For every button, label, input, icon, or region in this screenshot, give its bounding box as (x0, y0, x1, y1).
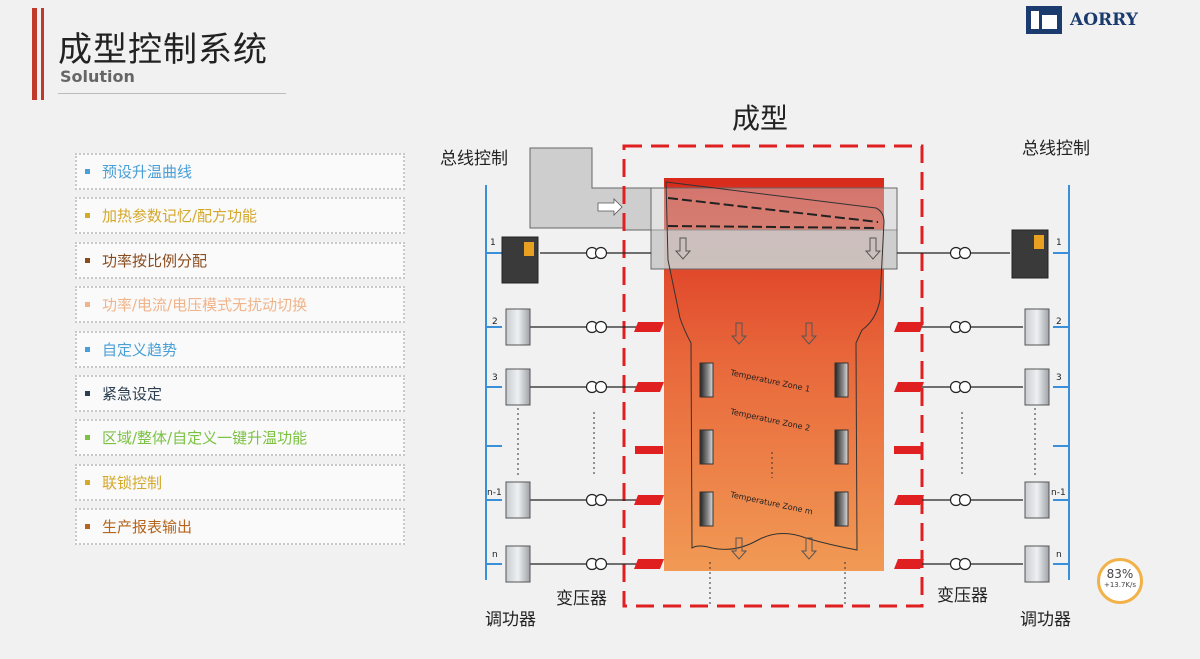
gauge-rate: +13.7K/s (1103, 581, 1137, 589)
sensor (834, 362, 849, 398)
ellipsis-lines (517, 408, 1036, 604)
feature-item: 区域/整体/自定义一键升温功能 (75, 419, 405, 457)
regulator-icon (505, 545, 531, 583)
main-regulator-icon (1011, 229, 1049, 279)
power-regulators-left (501, 236, 539, 583)
transformer-label-left: 变压器 (556, 589, 607, 609)
logo-text: AORRY (1070, 10, 1138, 30)
bullet-icon (85, 302, 90, 308)
performance-gauge[interactable]: 83% +13.7K/s (1097, 558, 1143, 604)
logo-mark-icon (1026, 6, 1062, 34)
channel-number: 2 (492, 317, 498, 327)
feature-label: 预设升温曲线 (102, 163, 193, 181)
feature-label: 生产报表输出 (102, 518, 193, 537)
channel-number: n-1 (487, 488, 502, 498)
sensor (699, 362, 714, 398)
regulator-icon (505, 481, 531, 519)
flow-arrows (674, 237, 882, 560)
accent-bar (32, 8, 37, 100)
feature-item: 联锁控制 (75, 463, 405, 501)
down-arrow-icon (674, 237, 692, 260)
regulator-icon (1024, 308, 1050, 346)
channel-number: 2 (1056, 317, 1062, 327)
bullet-icon (85, 169, 90, 174)
sensor (699, 429, 714, 465)
gauge-value: 83% (1106, 567, 1134, 581)
bullet-icon (85, 435, 90, 441)
channel-number: n-1 (1051, 488, 1066, 498)
forming-label: 成型 (732, 102, 788, 135)
feature-label: 自定义趋势 (102, 340, 178, 359)
bullet-icon (85, 257, 90, 263)
feature-item: 紧急设定 (75, 374, 405, 412)
feature-label: 紧急设定 (102, 384, 163, 403)
feature-label: 功率按比例分配 (102, 251, 208, 270)
channel-number: 3 (1056, 373, 1062, 383)
feature-item: 功率/电流/电压模式无扰动切换 (75, 286, 405, 324)
sensor (834, 429, 849, 465)
down-arrow-icon (800, 537, 818, 560)
regulator-icon (1024, 368, 1050, 406)
regulator-icon (505, 308, 531, 346)
regulator-display (524, 242, 534, 256)
down-arrow-icon (864, 237, 882, 260)
bullet-icon (85, 390, 90, 396)
page-title: 成型控制系统 (58, 30, 268, 70)
bullet-icon (85, 524, 90, 530)
bullet-icon (85, 213, 90, 219)
sensor (699, 491, 714, 527)
mould-outline (665, 181, 885, 551)
regulator-display (1034, 235, 1044, 249)
heater-elements (634, 322, 924, 569)
title-divider (58, 93, 286, 94)
regulator-icon (1024, 545, 1050, 583)
accent-bar-thin (41, 8, 44, 100)
feature-item: 自定义趋势 (75, 330, 405, 368)
power-regulators-right (1011, 229, 1050, 583)
feature-item: 功率按比例分配 (75, 241, 405, 279)
feature-item: 预设升温曲线 (75, 153, 405, 190)
regulator-icon (1024, 481, 1050, 519)
power-regulator-label-left: 调功器 (485, 610, 536, 630)
sensor (834, 491, 849, 527)
down-arrow-icon (730, 537, 748, 560)
bus-control-label-left: 总线控制 (440, 149, 508, 169)
regulator-icon (505, 368, 531, 406)
channel-number: n (492, 550, 498, 560)
channel-number: 1 (1056, 238, 1062, 248)
bullet-icon (85, 479, 90, 485)
feature-label: 功率/电流/电压模式无扰动切换 (102, 296, 308, 315)
feature-label: 联锁控制 (102, 473, 163, 492)
transformer-label-right: 变压器 (937, 586, 988, 606)
feature-label: 加热参数记忆/配方功能 (102, 207, 258, 226)
down-arrow-icon (800, 322, 818, 345)
feature-item: 生产报表输出 (75, 508, 405, 546)
channel-number: 3 (492, 373, 498, 383)
feature-list: 预设升温曲线 加热参数记忆/配方功能 功率按比例分配 功率/电流/电压模式无扰动… (75, 153, 405, 553)
brand-logo: AORRY (1026, 6, 1138, 34)
channel-numbers: 1 2 3 n-1 n 1 2 3 n-1 n (487, 238, 1066, 560)
zone-sensors (699, 362, 849, 527)
parting-line-upper (667, 197, 879, 223)
bullet-icon (85, 346, 90, 352)
page-subtitle: Solution (60, 67, 135, 86)
forming-boundary (622, 144, 924, 608)
down-arrow-icon (730, 322, 748, 345)
bus-taps (486, 252, 1069, 565)
feature-label: 区域/整体/自定义一键升温功能 (102, 429, 308, 448)
feature-item: 加热参数记忆/配方功能 (75, 197, 405, 235)
parting-line-lower (667, 225, 879, 229)
bus-control-label-right: 总线控制 (1022, 139, 1090, 159)
transformers (585, 246, 972, 571)
power-regulator-label-right: 调功器 (1020, 610, 1071, 630)
channel-number: 1 (490, 238, 496, 248)
feed-arrow-icon (597, 198, 623, 216)
channel-number: n (1056, 550, 1062, 560)
